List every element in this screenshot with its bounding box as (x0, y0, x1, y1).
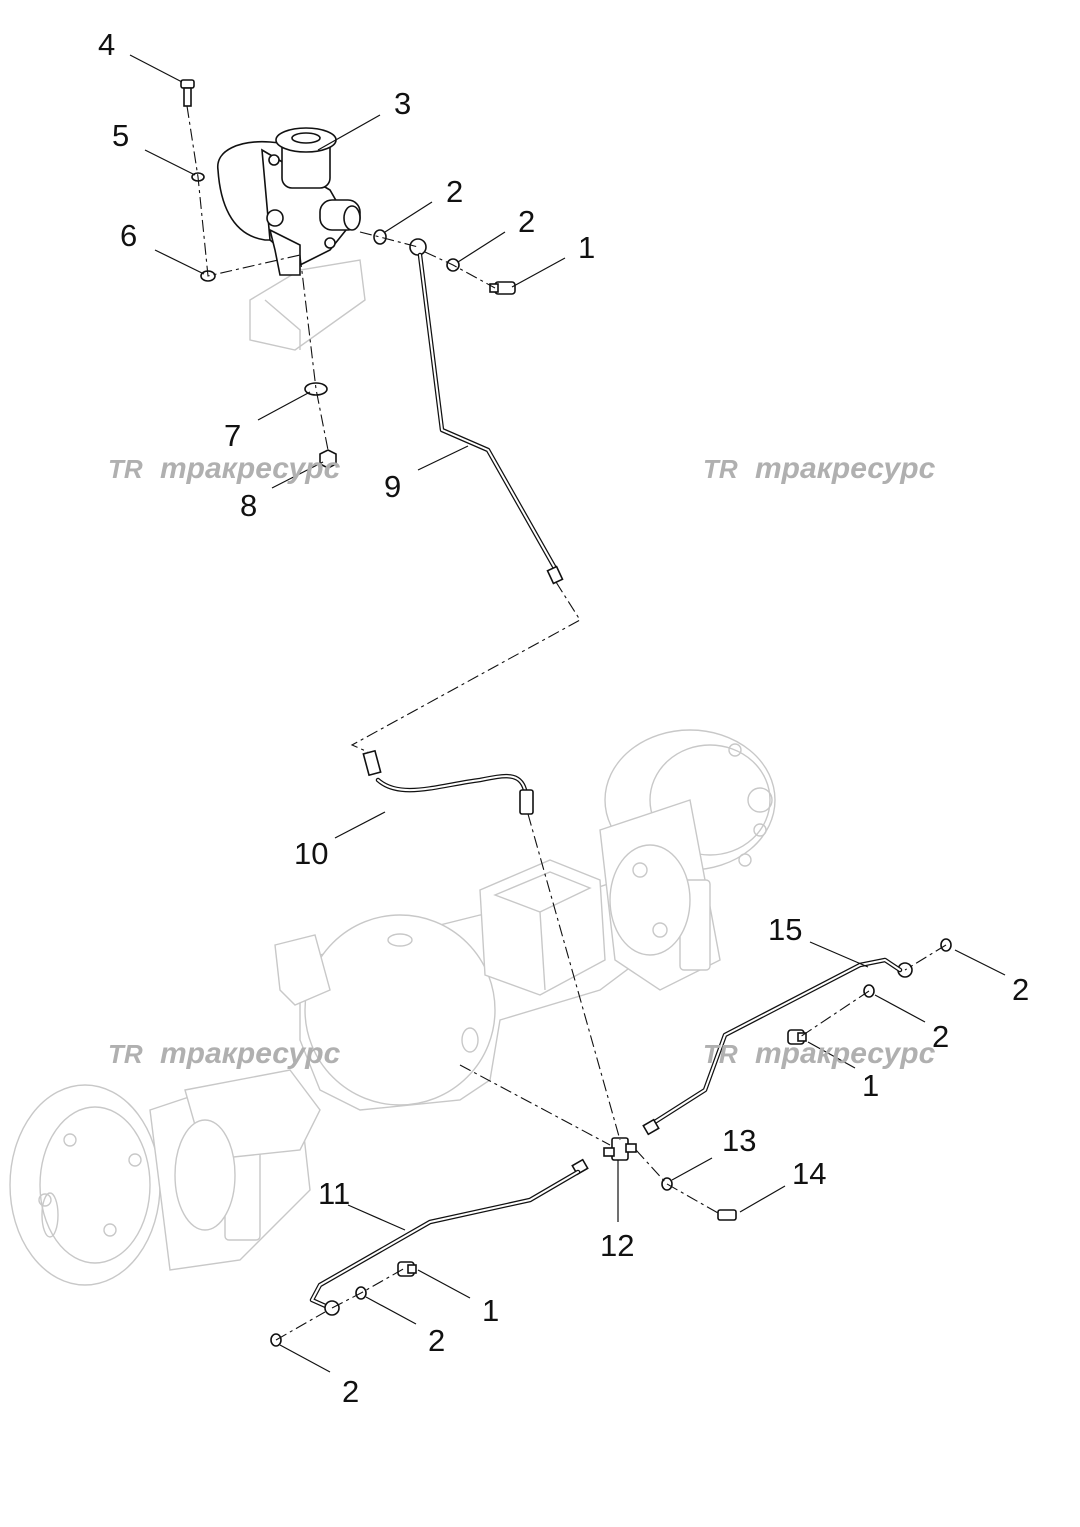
watermark-top-right: TR тракресурс (703, 452, 936, 485)
brake-master-cylinder (217, 127, 361, 276)
callout-2-top-a: 2 (446, 174, 463, 209)
bolt-item-14 (717, 1209, 737, 1221)
watermark-top-left: TR тракресурс (108, 452, 341, 485)
watermark-logo: TR (108, 1039, 143, 1069)
callout-1-top: 1 (578, 230, 595, 265)
watermark-logo: TR (108, 454, 143, 484)
brake-pipe-item-11 (309, 1158, 589, 1316)
washer-item-2-top-a (373, 229, 387, 245)
watermark-text: тракресурс (160, 1037, 341, 1070)
callout-6: 6 (120, 218, 137, 253)
assembly-axes (186, 105, 947, 1341)
callout-10: 10 (294, 836, 328, 871)
banjo-bolt-item-1-right (787, 1029, 807, 1045)
watermark-logo: TR (703, 454, 738, 484)
brake-pipe-item-15 (642, 957, 913, 1136)
tee-fitting-item-12 (603, 1137, 637, 1161)
callout-2-right-b: 2 (932, 1019, 949, 1054)
callout-1-right: 1 (862, 1068, 879, 1103)
banjo-bolt-item-1-top (489, 281, 516, 295)
callout-2-right-a: 2 (1012, 972, 1029, 1007)
watermark-logo: TR (703, 1039, 738, 1069)
watermark-text: тракресурс (160, 452, 341, 485)
callout-8: 8 (240, 488, 257, 523)
watermark-text: тракресурс (755, 1037, 936, 1070)
washer-item-7 (304, 382, 328, 396)
banjo-bolt-item-1-left (397, 1261, 417, 1277)
callout-4: 4 (98, 27, 115, 62)
callout-15: 15 (768, 912, 802, 947)
watermark-text: тракресурс (755, 452, 936, 485)
watermark-bottom-left: TR тракресурс (108, 1037, 341, 1070)
callout-13: 13 (722, 1123, 756, 1158)
brake-pipe-item-9 (409, 238, 564, 585)
leader-lines (129, 54, 1006, 1373)
watermark-bottom-right: TR тракресурс (703, 1037, 936, 1070)
callout-3: 3 (394, 86, 411, 121)
brake-hose-item-10 (362, 749, 534, 815)
callout-2-top-b: 2 (518, 204, 535, 239)
callout-12: 12 (600, 1228, 634, 1263)
axle-housing-ghost (9, 259, 776, 1286)
callout-2-left-b: 2 (342, 1374, 359, 1409)
callout-11: 11 (318, 1176, 350, 1211)
callout-5: 5 (112, 118, 129, 153)
callout-1-left: 1 (482, 1293, 499, 1328)
callout-2-left-a: 2 (428, 1323, 445, 1358)
bolt-item-4 (180, 79, 195, 107)
callout-14: 14 (792, 1156, 826, 1191)
callout-7: 7 (224, 418, 241, 453)
callout-9: 9 (384, 469, 401, 504)
callout-labels: 4 5 3 6 2 2 1 7 8 9 10 15 2 2 1 13 14 11… (98, 27, 1029, 1409)
